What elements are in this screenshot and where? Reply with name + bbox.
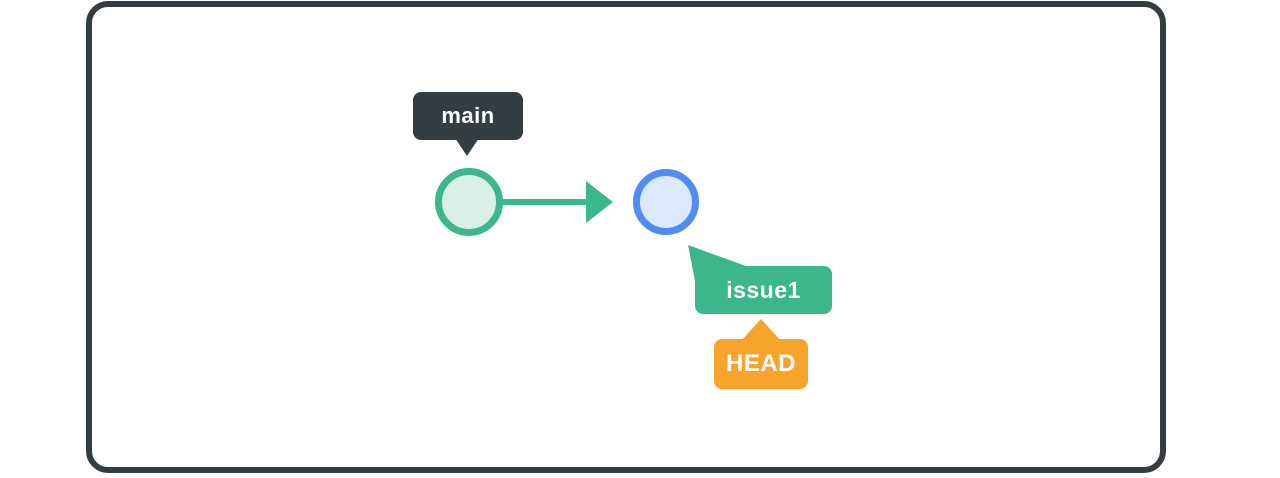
head-label: HEAD	[714, 339, 808, 389]
commit-edge-arrowhead-icon	[586, 181, 613, 223]
commit-node-main	[435, 168, 503, 236]
diagram-frame-border	[86, 1, 1166, 473]
branch-label-main-tail	[455, 138, 479, 156]
commit-edge-line	[501, 199, 591, 205]
commit-node-issue1	[633, 169, 699, 235]
branch-label-issue1: issue1	[695, 266, 832, 314]
branch-label-main: main	[413, 92, 523, 140]
head-label-tail	[741, 319, 781, 341]
